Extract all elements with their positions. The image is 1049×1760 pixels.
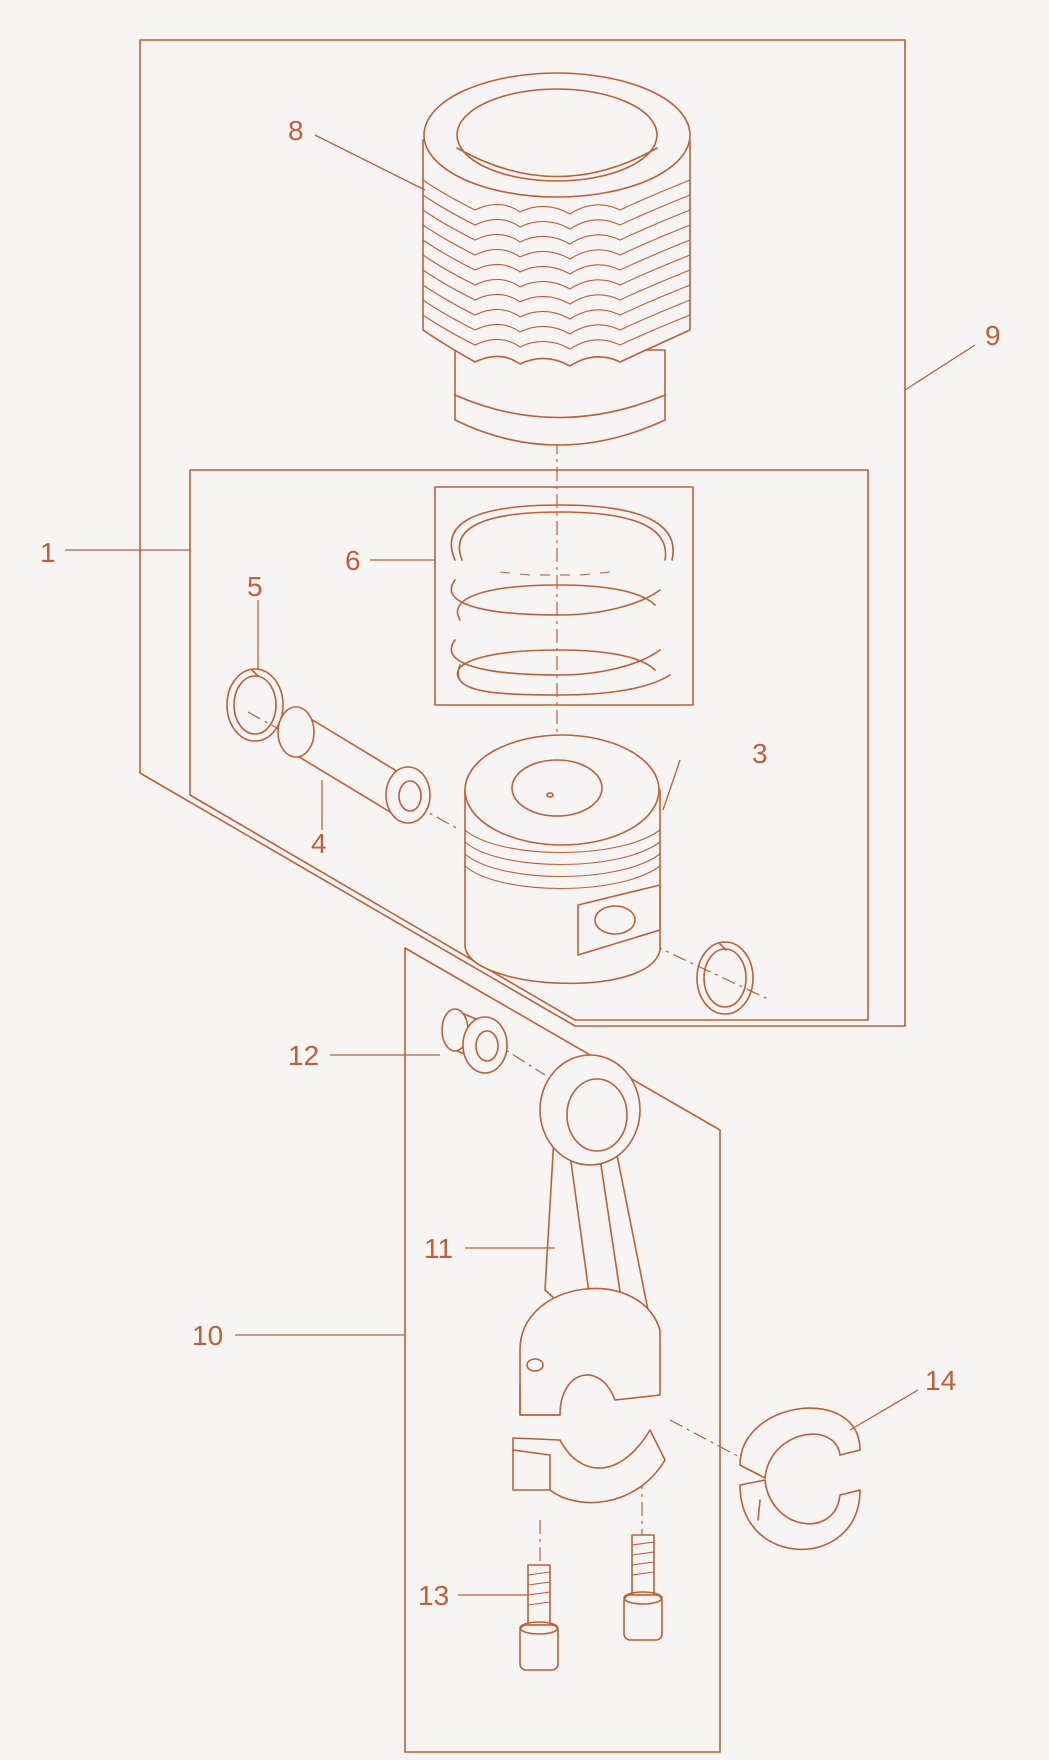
callout-5: 5 (247, 571, 263, 602)
callout-9: 9 (985, 320, 1001, 351)
callout-11: 11 (424, 1233, 453, 1264)
callout-10: 10 (192, 1320, 223, 1351)
conrod-bolt-left (519, 1564, 559, 1671)
leader-lines (65, 134, 976, 1596)
big-end-bearing-shells (739, 1407, 861, 1551)
callout-12: 12 (288, 1040, 319, 1071)
conrod-bolt-right (623, 1534, 663, 1641)
callout-4: 4 (311, 828, 327, 859)
callout-6: 6 (345, 545, 361, 576)
connecting-rod (512, 1054, 666, 1504)
callout-3: 3 (752, 738, 768, 769)
small-end-bushing (441, 1008, 508, 1074)
group-frame-piston (189, 469, 869, 1021)
group-frame-1-9 (139, 39, 906, 1027)
piston-pin (277, 706, 431, 824)
callout-14: 14 (925, 1365, 956, 1396)
group-frame-rings (434, 486, 694, 706)
cylinder-liner (422, 72, 691, 446)
callout-13: 13 (418, 1580, 449, 1611)
callouts: 1 3 4 5 6 8 9 10 11 12 13 14 (40, 115, 1001, 1611)
callout-1: 1 (40, 537, 56, 568)
circlip-left (226, 668, 284, 742)
piston (464, 734, 661, 985)
circlip-right (696, 941, 754, 1015)
piston-rings (450, 504, 674, 696)
callout-8: 8 (288, 115, 304, 146)
